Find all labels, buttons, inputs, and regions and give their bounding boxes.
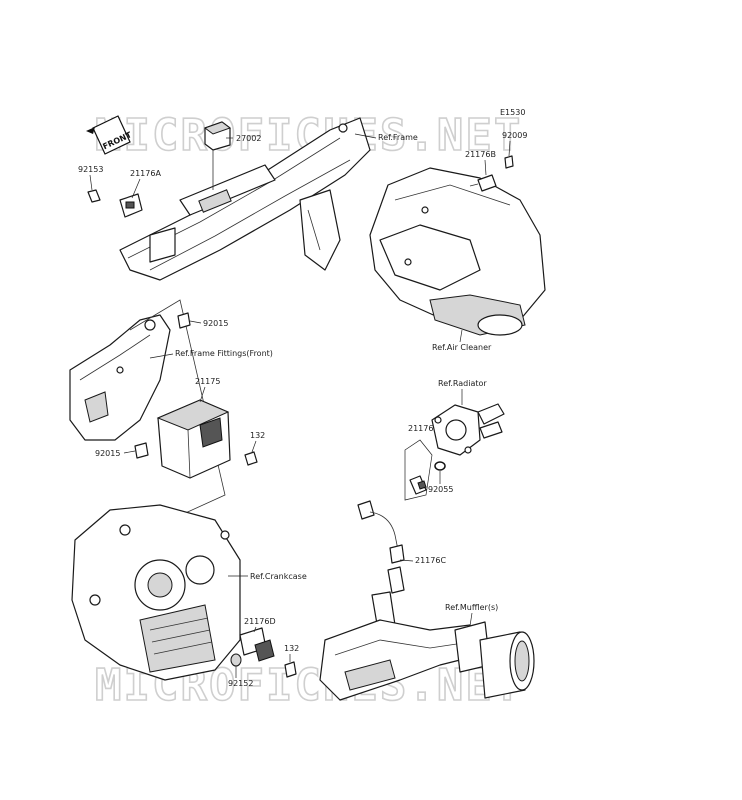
label-21175: 21175 bbox=[195, 377, 220, 386]
relay-27002 bbox=[203, 121, 232, 190]
label-92009: 92009 bbox=[502, 131, 527, 140]
label-92015-lower: 92015 bbox=[95, 449, 120, 458]
label-92015-upper: 92015 bbox=[203, 319, 228, 328]
ref-frame-label: Ref.Frame bbox=[378, 133, 418, 142]
sensor-21176 bbox=[409, 475, 427, 495]
ref-muffler-label: Ref.Muffler(s) bbox=[445, 603, 498, 612]
bolt-92153 bbox=[87, 189, 101, 203]
air-cleaner-illustration bbox=[369, 167, 546, 336]
bolt-132-lower bbox=[284, 661, 297, 678]
frame-fittings-illustration bbox=[69, 299, 226, 521]
label-21176D: 21176D bbox=[244, 617, 276, 626]
label-21176C: 21176C bbox=[415, 556, 446, 565]
diagram-code: E1530 bbox=[500, 108, 525, 117]
ecu-21175 bbox=[156, 399, 231, 479]
crankcase-illustration bbox=[71, 504, 241, 681]
label-132-upper: 132 bbox=[250, 431, 265, 440]
bolt-132-upper bbox=[244, 451, 258, 466]
sensor-21176B bbox=[469, 174, 497, 192]
sensor-21176A bbox=[119, 193, 143, 218]
ref-radiator-label: Ref.Radiator bbox=[438, 379, 487, 388]
label-21176A: 21176A bbox=[130, 169, 161, 178]
muffler-illustration bbox=[319, 591, 535, 701]
oring-92055 bbox=[434, 461, 446, 471]
radiator-fitting-illustration bbox=[431, 403, 505, 456]
ref-crankcase-label: Ref.Crankcase bbox=[250, 572, 307, 581]
nut-92015-upper bbox=[177, 312, 191, 329]
frame-illustration bbox=[119, 117, 371, 281]
o2-sensor-21176C bbox=[357, 500, 405, 594]
label-92153: 92153 bbox=[78, 165, 103, 174]
label-27002: 27002 bbox=[236, 134, 261, 143]
ref-frame-fittings-label: Ref.Frame Fittings(Front) bbox=[175, 349, 273, 358]
nut-92015-lower bbox=[134, 442, 149, 459]
label-21176: 21176 bbox=[408, 424, 433, 433]
label-132-lower: 132 bbox=[284, 644, 299, 653]
label-92055: 92055 bbox=[428, 485, 453, 494]
ref-air-cleaner-label: Ref.Air Cleaner bbox=[432, 343, 492, 352]
screw-92009 bbox=[504, 155, 514, 169]
label-92152: 92152 bbox=[228, 679, 253, 688]
washer-92152 bbox=[230, 653, 242, 667]
label-21176B: 21176B bbox=[465, 150, 496, 159]
sensor-21176D bbox=[239, 627, 275, 662]
